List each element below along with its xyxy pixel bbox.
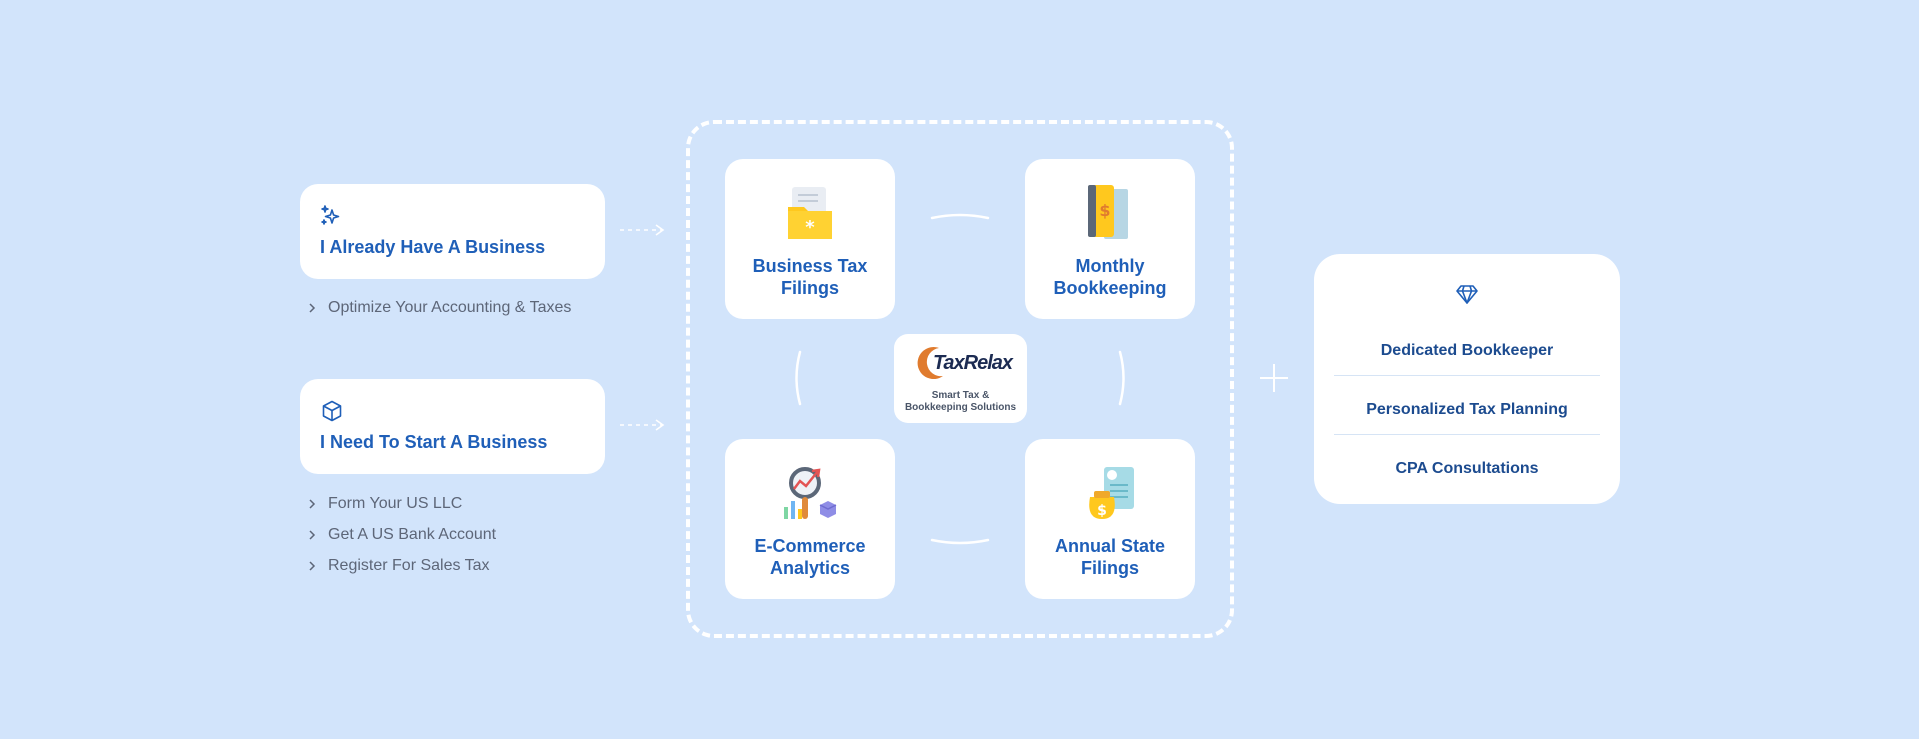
start-business-list: Form Your US LLC Get A US Bank Account R… [306,488,496,581]
chevron-right-icon [309,302,316,313]
list-item[interactable]: Register For Sales Tax [306,550,496,581]
ledger-book-icon: $ [1088,185,1128,239]
existing-arrow-icon [620,224,665,236]
logo-crescent-icon [917,347,943,380]
chevron-right-icon [309,498,316,509]
svg-text:$: $ [1097,503,1107,519]
services-group [686,120,1234,638]
logo-tagline: Smart Tax & Bookkeeping Solutions [904,390,1017,413]
box-icon [322,400,342,422]
analytics-magnifier-icon [784,467,837,519]
list-item[interactable]: Form Your US LLC [306,488,496,519]
service-card-ecommerce-analytics[interactable]: E-Commerce Analytics [725,439,895,599]
tax-folder-icon: * [788,187,832,239]
start-arrow-icon [620,419,665,431]
plus-icon [1260,364,1288,392]
list-item[interactable]: Optimize Your Accounting & Taxes [306,292,571,323]
diamond-icon [1456,285,1478,304]
svg-text:$: $ [1099,201,1110,220]
chevron-right-icon [309,560,316,571]
divider [1334,375,1600,376]
start-business-card[interactable]: I Need To Start A Business [300,379,605,474]
sparkles-icon [321,205,340,225]
existing-business-list: Optimize Your Accounting & Taxes [306,292,571,323]
premium-features-card: Dedicated Bookkeeper Personalized Tax Pl… [1314,254,1620,504]
svg-text:*: * [805,217,815,238]
start-business-title: I Need To Start A Business [320,432,548,452]
brand-logo: TaxRelax Smart Tax & Bookkeeping Solutio… [894,334,1027,423]
existing-business-card[interactable]: I Already Have A Business [300,184,605,279]
service-card-annual-state-filings[interactable]: $ Annual State Filings [1025,439,1195,599]
list-item[interactable]: Get A US Bank Account [306,519,496,550]
service-card-monthly-bookkeeping[interactable]: $ Monthly Bookkeeping [1025,159,1195,319]
feature-dedicated-bookkeeper[interactable]: Dedicated Bookkeeper [1380,342,1554,359]
existing-business-title: I Already Have A Business [320,237,546,257]
feature-personalized-tax-planning[interactable]: Personalized Tax Planning [1366,401,1568,418]
chevron-right-icon [309,529,316,540]
service-card-business-tax[interactable]: * Business Tax Filings [725,159,895,319]
feature-cpa-consultations[interactable]: CPA Consultations [1395,460,1539,477]
divider [1334,434,1600,435]
money-document-icon: $ [1089,467,1134,519]
logo-mark: TaxRelax [909,342,1013,384]
